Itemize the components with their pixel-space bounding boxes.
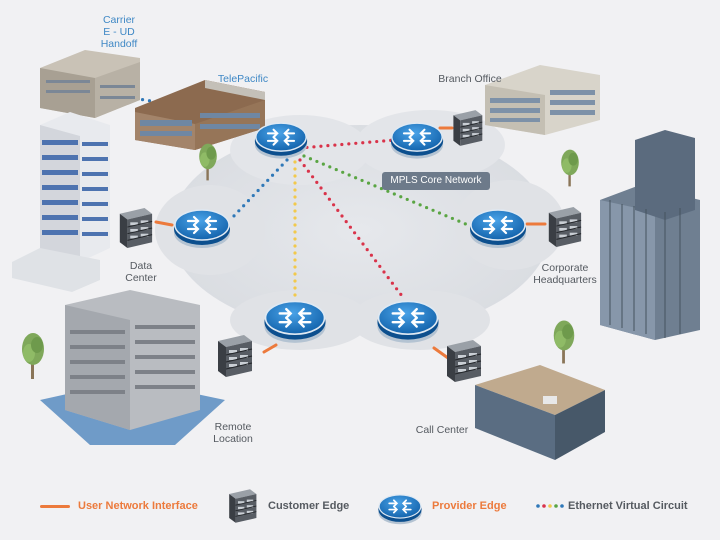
- legend-customer-edge-label: Customer Edge: [268, 500, 350, 512]
- legend-customer-edge: Customer Edge: [268, 486, 349, 526]
- customer-edge-hq: [548, 206, 582, 248]
- call-center-label: Call Center: [415, 424, 469, 436]
- call-center-building: [475, 365, 605, 460]
- legend: User Network Interface Customer Edge Pro…: [0, 486, 720, 526]
- provider-edge-hq: [468, 208, 528, 249]
- carrier-label: Carrier E - UD Handoff: [100, 14, 138, 50]
- branch-office-building: [485, 65, 600, 135]
- provider-edge-remote: [263, 300, 327, 344]
- legend-uni: User Network Interface: [40, 486, 198, 526]
- provider-edge-datacenter: [172, 208, 232, 249]
- carrier-building: [40, 50, 140, 118]
- legend-uni-label: User Network Interface: [78, 500, 198, 512]
- tree: [22, 333, 44, 379]
- telepacific-label: TelePacific: [217, 73, 269, 85]
- evc-to-branch: [298, 138, 397, 150]
- data-center-building: [12, 112, 110, 292]
- legend-evc-icon: [536, 504, 564, 508]
- mpls-core-network-label: MPLS Core Network: [382, 172, 490, 190]
- corporate-hq-building: [600, 130, 700, 340]
- legend-uni-line-icon: [40, 504, 70, 508]
- uni-lines: [154, 126, 547, 360]
- provider-edge-branch: [389, 122, 445, 160]
- evc-to-callcenter: [298, 158, 407, 302]
- data-center-label: Data Center: [125, 260, 157, 284]
- customer-edge-datacenter: [119, 207, 153, 249]
- evc-to-hq: [302, 154, 470, 227]
- remote-location-building: [40, 290, 225, 445]
- telepacific-building: [135, 80, 265, 150]
- remote-location-label: Remote Location: [213, 421, 253, 445]
- evc-to-datacenter: [230, 158, 289, 220]
- corporate-hq-label: Corporate Headquarters: [533, 262, 597, 286]
- customer-edge-callcenter: [446, 339, 482, 383]
- legend-provider-edge: Provider Edge: [432, 486, 507, 526]
- legend-provider-edge-label: Provider Edge: [432, 500, 507, 512]
- legend-evc: Ethernet Virtual Circuit: [568, 486, 688, 526]
- provider-edge-callcenter: [376, 300, 440, 344]
- provider-edge-telepacific: [253, 122, 309, 160]
- branch-office-label: Branch Office: [438, 73, 502, 85]
- customer-edge-branch: [452, 109, 483, 147]
- legend-evc-label: Ethernet Virtual Circuit: [568, 500, 688, 512]
- tree: [553, 320, 575, 364]
- tree: [561, 149, 579, 187]
- customer-edge-remote: [217, 334, 253, 378]
